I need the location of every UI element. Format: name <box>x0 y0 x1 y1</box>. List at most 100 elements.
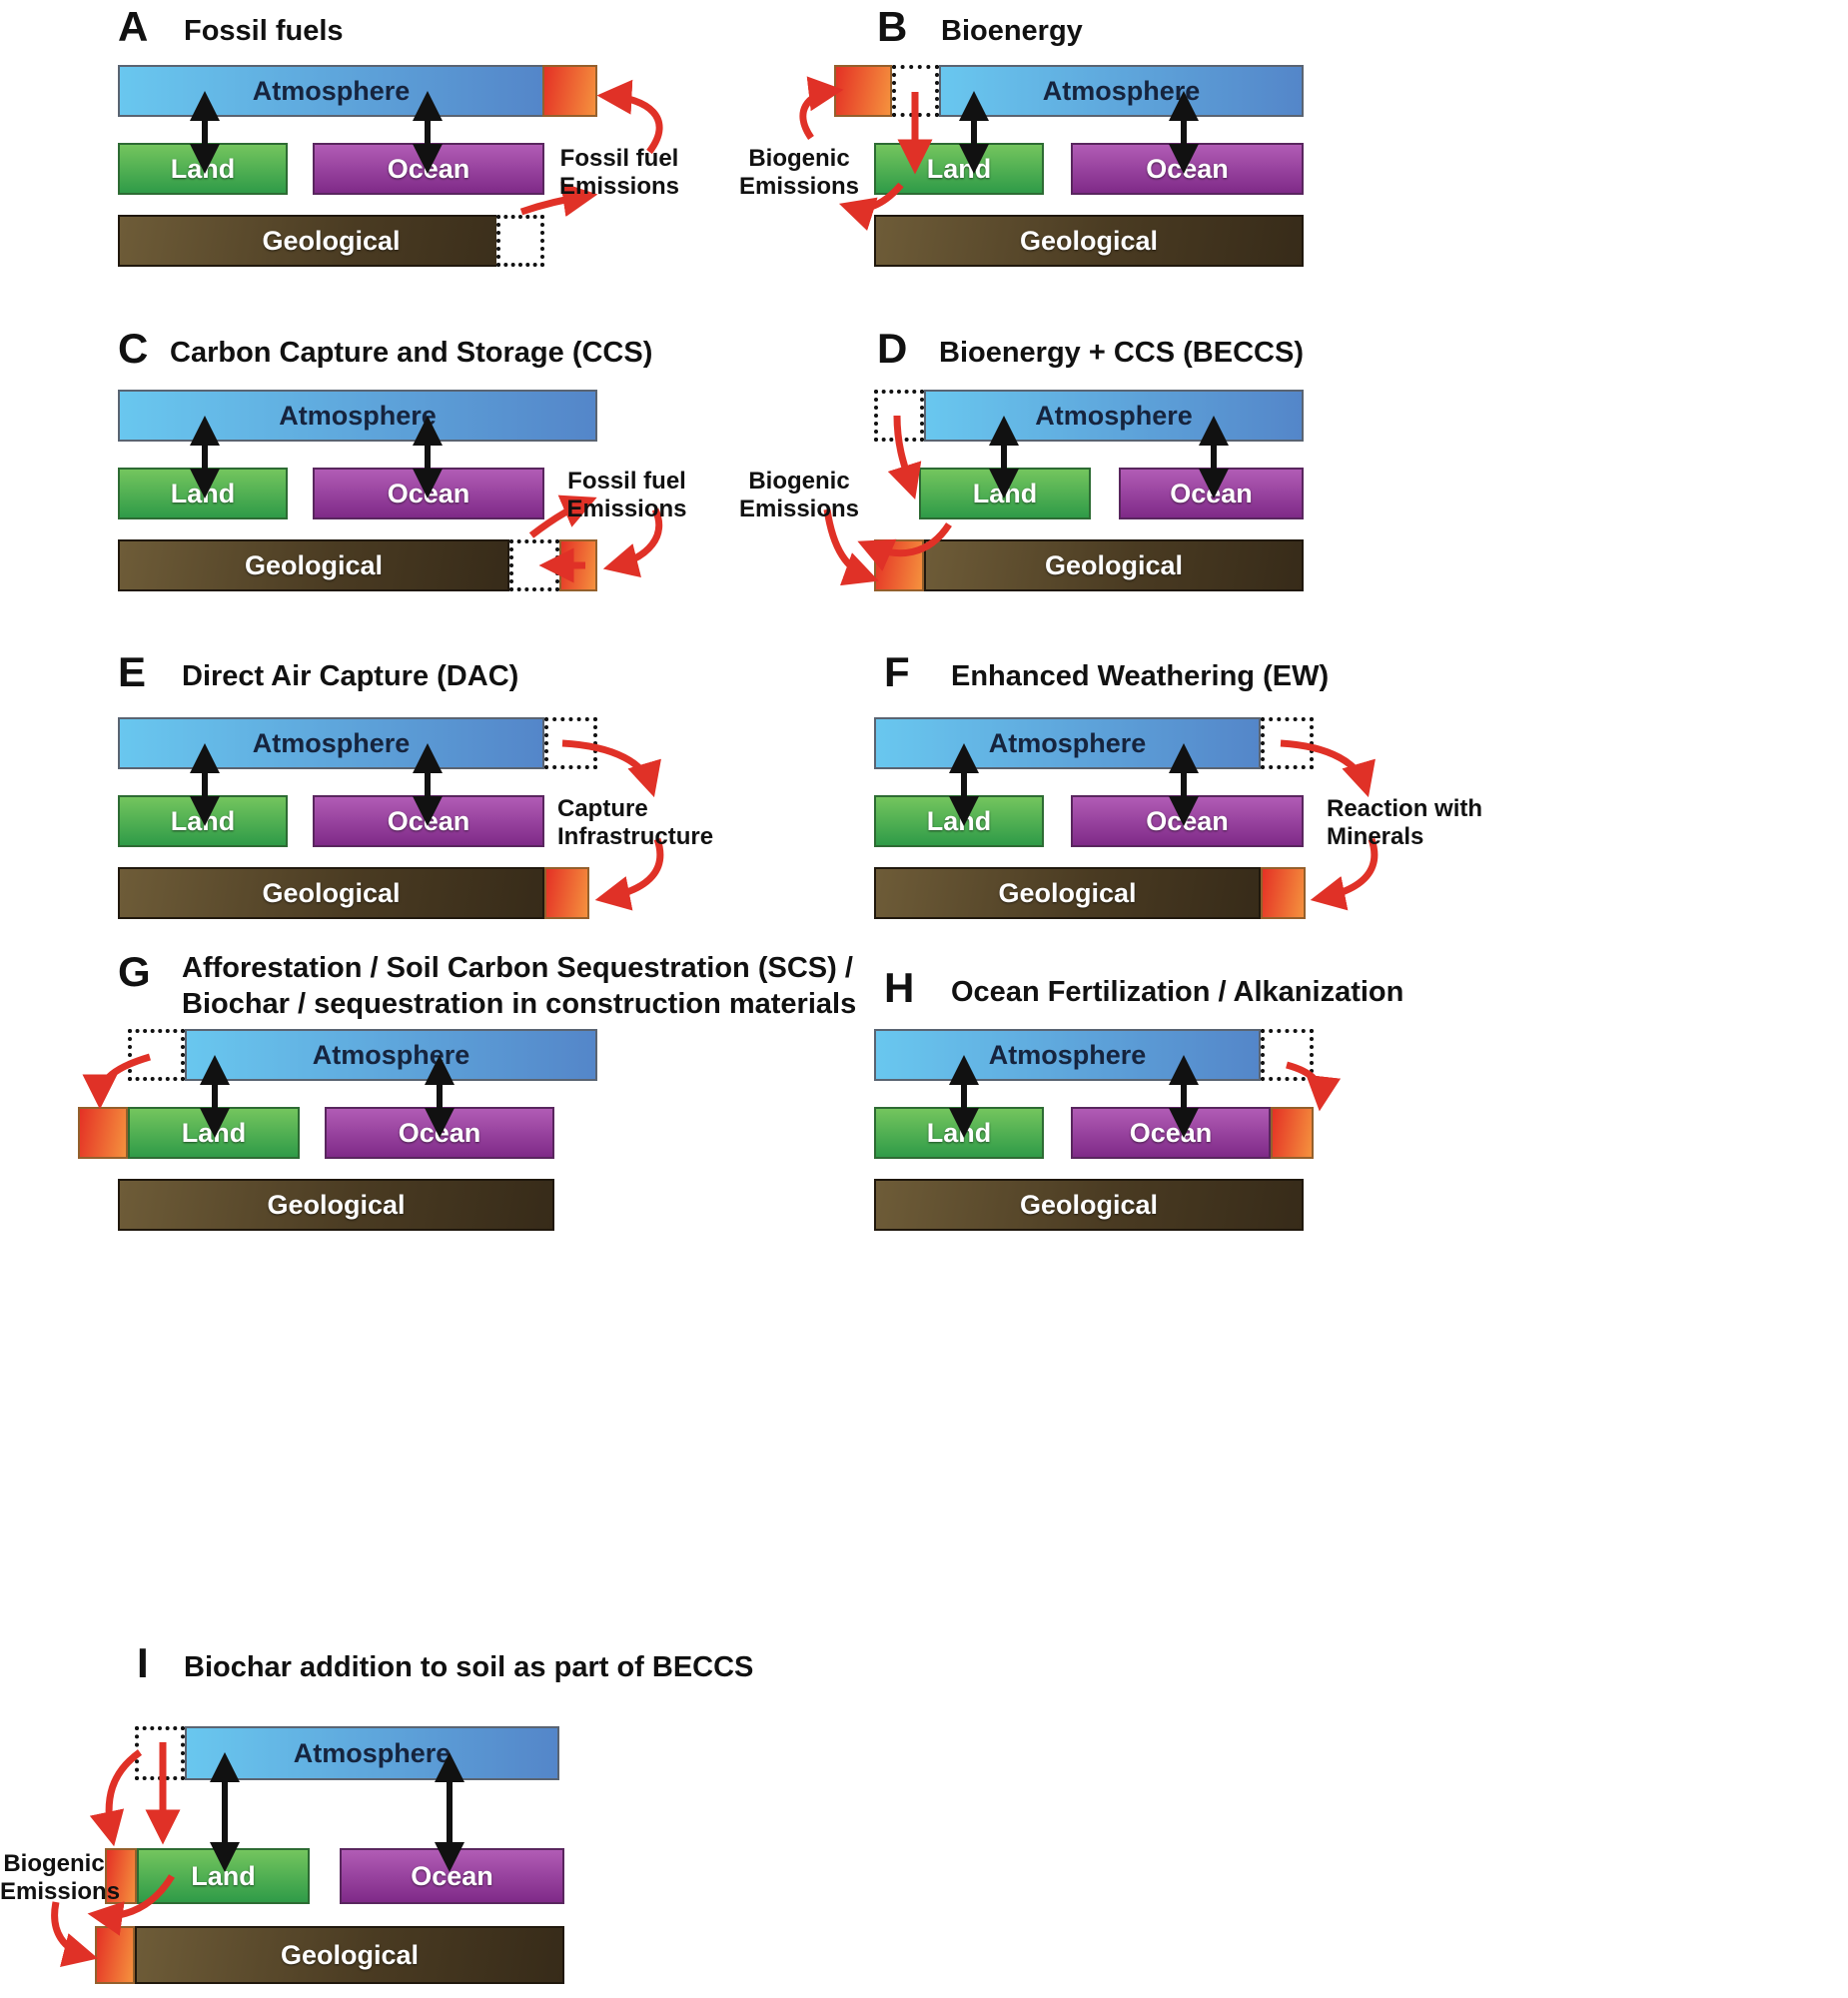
ocean-label: Ocean <box>1146 805 1229 836</box>
biogenic-label-line1: Biogenic <box>3 1850 105 1877</box>
fossil-fuel-emissions-label: Fossil fuel Emissions <box>559 468 694 522</box>
land-bar: Land <box>118 143 288 195</box>
panel-c-letter: C <box>118 325 149 372</box>
ocean-bar: Ocean <box>1119 468 1304 519</box>
geological-bar: Geological <box>118 215 544 267</box>
geological-label: Geological <box>267 1189 406 1220</box>
geological-label: Geological <box>998 877 1137 908</box>
biogenic-label-line1: Biogenic <box>748 468 850 495</box>
biogenic-emission-block <box>834 65 892 117</box>
removed-from-atmosphere-dashed-box <box>135 1726 185 1780</box>
removed-from-atmosphere-dashed-box <box>892 65 939 117</box>
biogenic-emissions-label: Biogenic Emissions <box>734 145 864 200</box>
fossil-label-line1: Fossil fuel <box>559 145 679 172</box>
fossil-fuel-emissions-label: Fossil fuel Emissions <box>552 145 686 200</box>
stored-in-geological-block <box>95 1926 135 1984</box>
geological-bar: Geological <box>135 1926 564 1984</box>
land-label: Land <box>926 1117 992 1148</box>
removed-from-atmosphere-dashed-box <box>1261 717 1314 769</box>
biogenic-emissions-label: Biogenic Emissions <box>0 1850 121 1905</box>
removed-from-atmosphere-dashed-box <box>1261 1029 1314 1081</box>
geological-bar: Geological <box>874 215 1304 267</box>
ocean-bar: Ocean <box>325 1107 554 1159</box>
minerals-label-line1: Reaction with <box>1327 795 1483 822</box>
biogenic-label-line2: Emissions <box>738 495 860 522</box>
removed-from-atmosphere-dashed-box <box>874 390 924 442</box>
fossil-label-line2: Emissions <box>566 495 687 522</box>
geological-label: Geological <box>1019 225 1159 256</box>
ocean-label: Ocean <box>1170 478 1253 508</box>
flow-i-label-to-geological-storage <box>51 1901 99 1968</box>
land-bar: Land <box>118 795 288 847</box>
ocean-label: Ocean <box>411 1860 493 1891</box>
geological-label: Geological <box>262 225 401 256</box>
panel-b-title: Bioenergy <box>941 15 1083 47</box>
atmosphere-bar: Atmosphere <box>118 65 544 117</box>
stored-in-geological-block <box>874 539 924 591</box>
ocean-bar: Ocean <box>313 795 544 847</box>
capture-label-line1: Capture <box>557 795 648 822</box>
stored-in-geological-block <box>559 539 597 591</box>
capture-label-line2: Infrastructure <box>557 822 714 850</box>
atmosphere-label: Atmosphere <box>1035 400 1193 431</box>
geological-bar: Geological <box>118 1179 554 1231</box>
reaction-with-minerals-label: Reaction with Minerals <box>1327 795 1526 850</box>
atmosphere-label: Atmosphere <box>293 1737 452 1768</box>
geological-label: Geological <box>280 1939 420 1970</box>
ocean-label: Ocean <box>387 805 470 836</box>
removed-from-atmosphere-dashed-box <box>128 1029 185 1081</box>
panel-d-letter: D <box>877 325 908 372</box>
land-bar: Land <box>118 468 288 519</box>
ocean-bar: Ocean <box>340 1848 564 1904</box>
atmosphere-label: Atmosphere <box>1042 75 1201 106</box>
ocean-label: Ocean <box>387 478 470 508</box>
land-label: Land <box>170 805 236 836</box>
panel-i-letter: I <box>137 1639 149 1686</box>
atmosphere-label: Atmosphere <box>252 75 411 106</box>
atmosphere-label: Atmosphere <box>312 1039 470 1070</box>
land-label: Land <box>191 1860 256 1891</box>
panel-f-title: Enhanced Weathering (EW) <box>951 660 1330 692</box>
panel-e-letter: E <box>118 648 147 695</box>
ocean-bar: Ocean <box>313 143 544 195</box>
panel-g-title-line2: Biochar / sequestration in construction … <box>182 988 857 1020</box>
atmosphere-bar: Atmosphere <box>185 1726 559 1780</box>
atmosphere-bar: Atmosphere <box>874 1029 1261 1081</box>
removed-from-geological-dashed-box <box>496 215 544 267</box>
emission-into-atmosphere-block <box>542 65 597 117</box>
land-label: Land <box>926 153 992 184</box>
land-bar: Land <box>919 468 1091 519</box>
capture-infrastructure-label: Capture Infrastructure <box>557 795 737 850</box>
panel-e-title: Direct Air Capture (DAC) <box>182 660 519 692</box>
biogenic-label-line2: Emissions <box>738 172 860 200</box>
geological-bar: Geological <box>118 867 544 919</box>
biogenic-label-line2: Emissions <box>0 1877 121 1905</box>
atmosphere-bar: Atmosphere <box>118 717 544 769</box>
panel-c-title: Carbon Capture and Storage (CCS) <box>170 337 653 369</box>
panel-h-title: Ocean Fertilization / Alkanization <box>951 976 1404 1008</box>
stored-in-geological-block <box>1261 867 1306 919</box>
land-label: Land <box>926 805 992 836</box>
panel-b-letter: B <box>877 3 908 50</box>
geological-bar: Geological <box>118 539 509 591</box>
atmosphere-bar: Atmosphere <box>874 717 1261 769</box>
land-bar: Land <box>874 1107 1044 1159</box>
atmosphere-label: Atmosphere <box>988 1039 1147 1070</box>
panel-a-letter: A <box>118 3 149 50</box>
biogenic-label-line1: Biogenic <box>748 145 850 172</box>
geological-label: Geological <box>1019 1189 1159 1220</box>
atmosphere-bar: Atmosphere <box>118 390 597 442</box>
atmosphere-bar: Atmosphere <box>924 390 1304 442</box>
panel-d-title: Bioenergy + CCS (BECCS) <box>939 337 1304 369</box>
atmosphere-bar: Atmosphere <box>185 1029 597 1081</box>
land-bar: Land <box>874 795 1044 847</box>
land-bar: Land <box>137 1848 310 1904</box>
land-bar: Land <box>128 1107 300 1159</box>
land-label: Land <box>972 478 1038 508</box>
atmosphere-label: Atmosphere <box>279 400 437 431</box>
ocean-label: Ocean <box>1146 153 1229 184</box>
land-label: Land <box>181 1117 247 1148</box>
atmosphere-label: Atmosphere <box>252 727 411 758</box>
ocean-label: Ocean <box>1129 1117 1213 1148</box>
